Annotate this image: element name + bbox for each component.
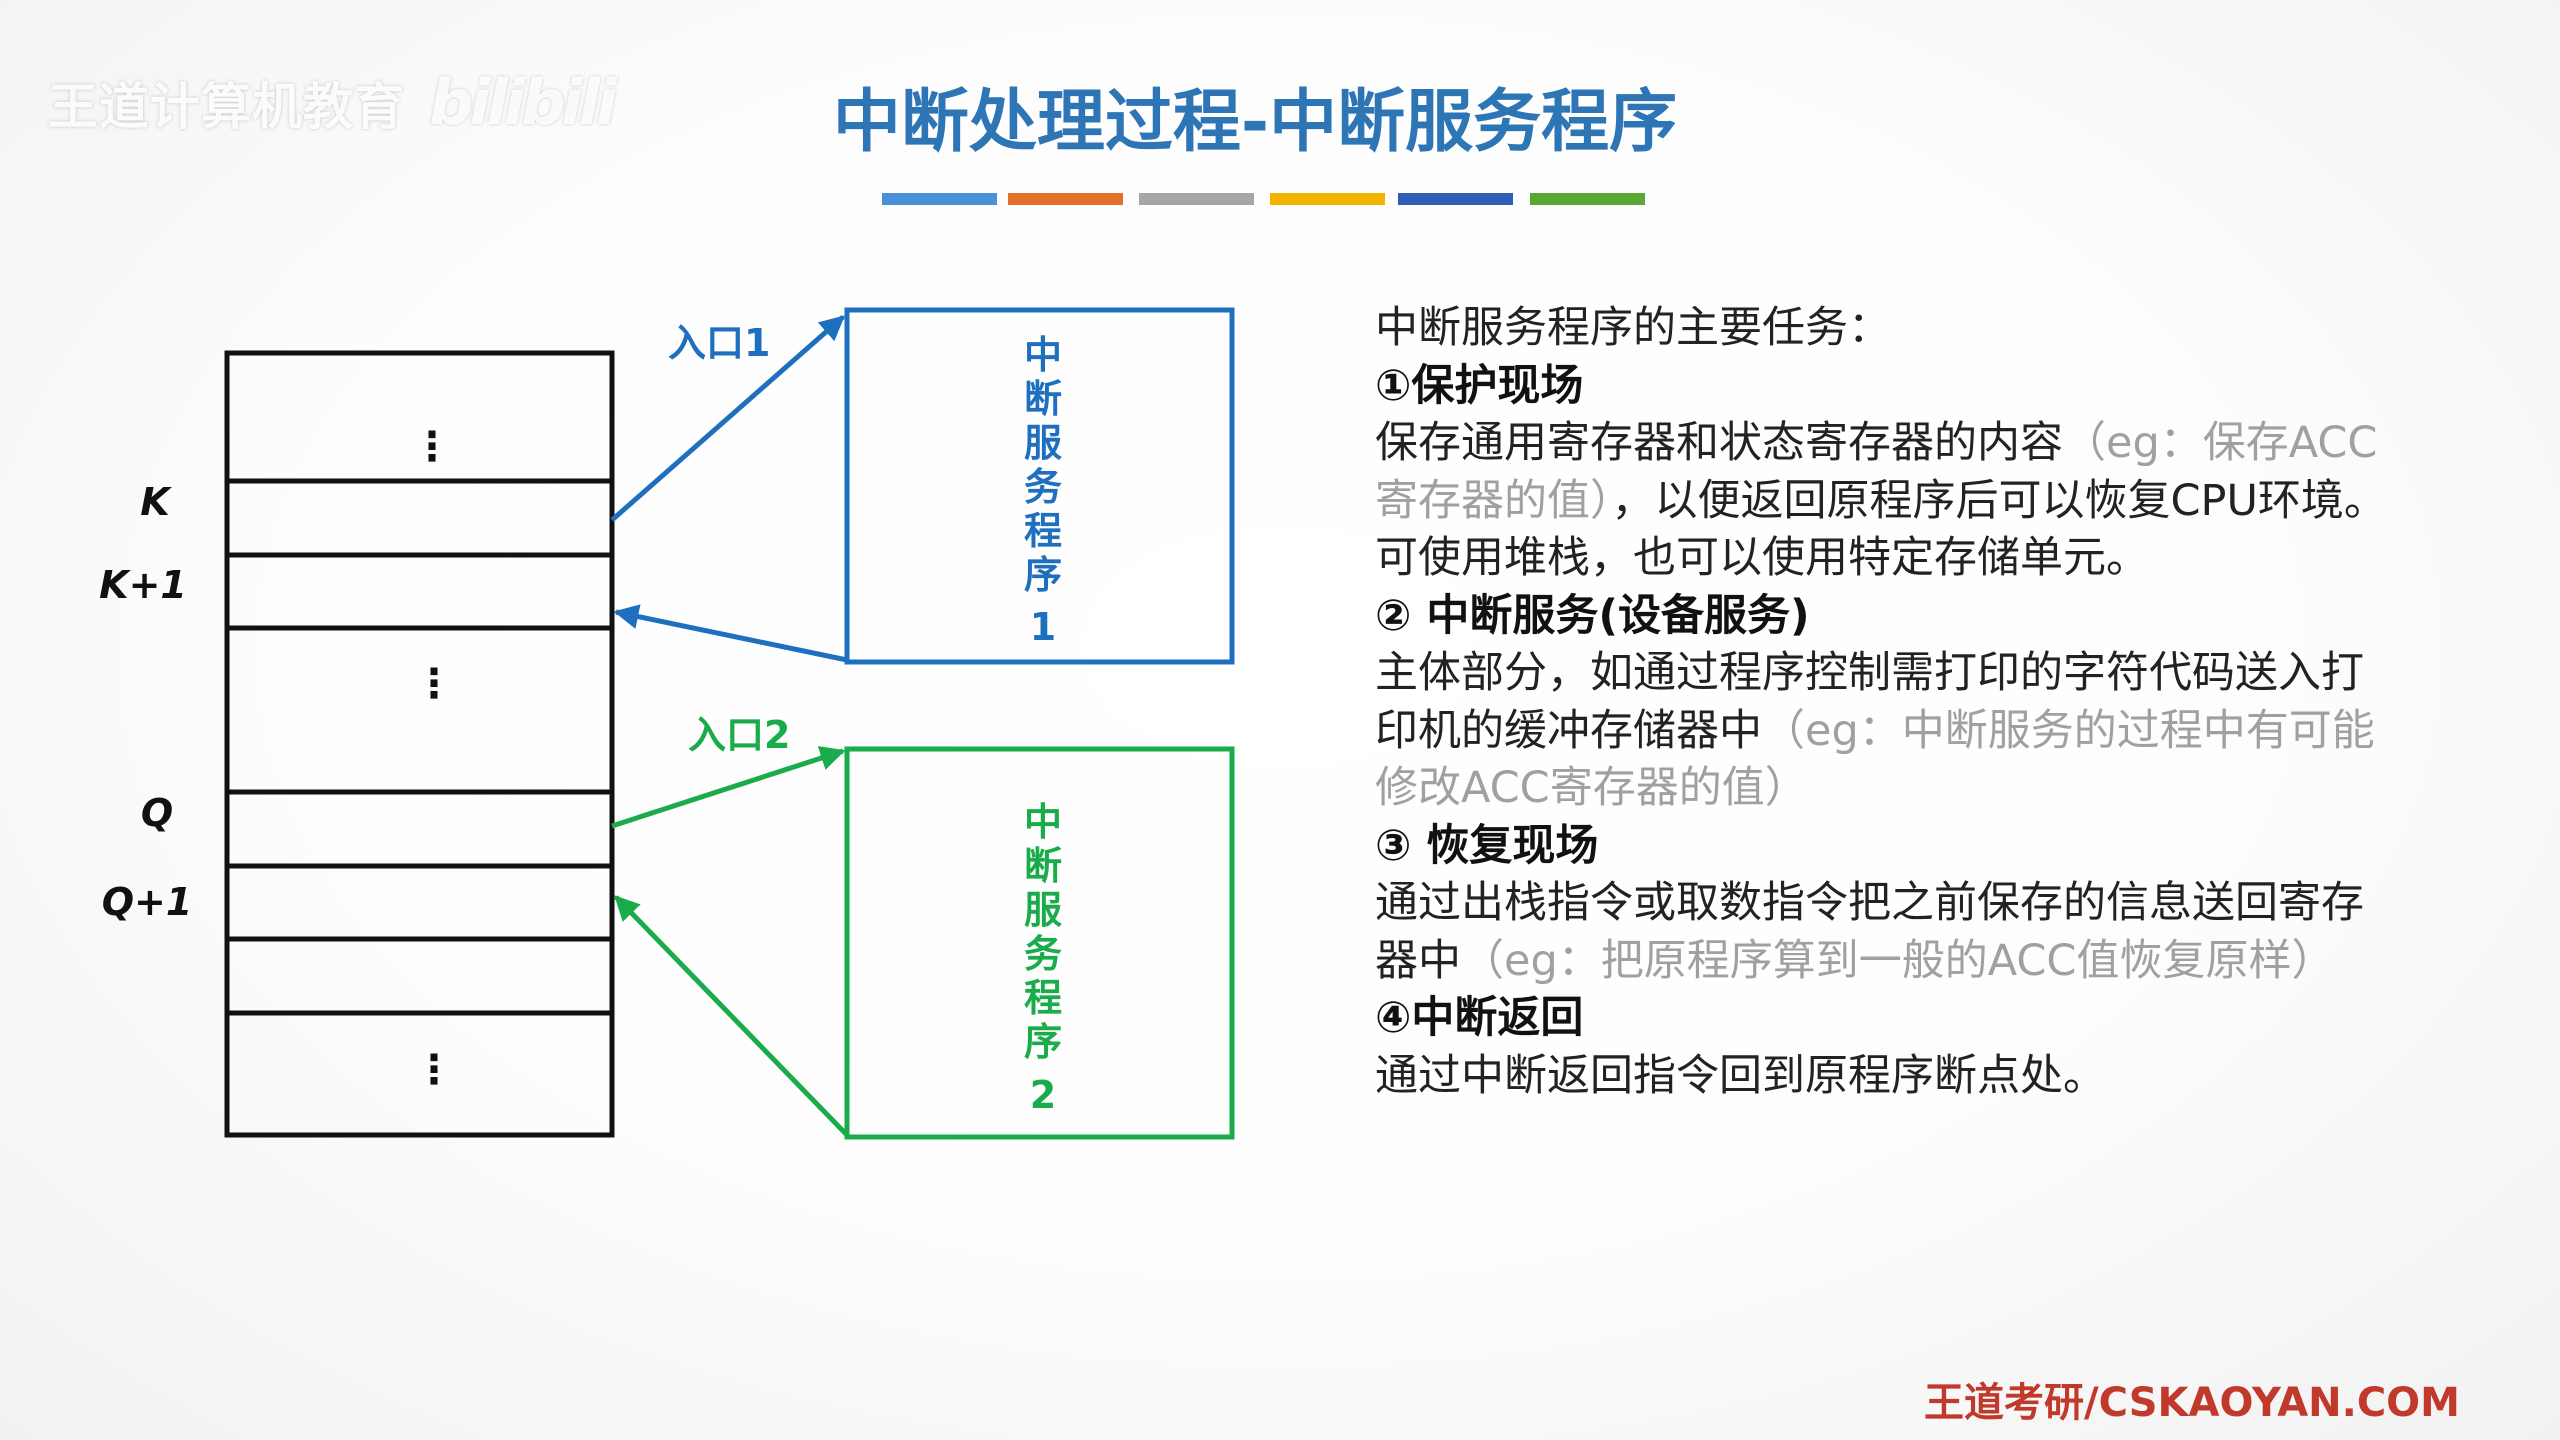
task-1-note: （eg：保存ACC寄存器的值） <box>1375 418 2378 526</box>
title-bar-segment <box>1530 193 1645 205</box>
routine-2-char: 中 <box>1024 800 1062 844</box>
title-bar-segment <box>1270 193 1385 205</box>
ellipsis-top: ⋮ <box>412 424 452 470</box>
task-4-heading: ④中断返回 <box>1375 993 1584 1043</box>
watermark-site: bilibili <box>429 66 617 139</box>
memory-table-outline <box>224 350 615 1138</box>
title-bar-segment <box>1139 193 1254 205</box>
interrupt-vector-diagram: ⋮ ⋮ ⋮ K K+1 Q Q+1 中 断 服 务 程 序 1 中 断 服 务 … <box>99 307 1235 1140</box>
entry-1-arrow <box>610 315 845 522</box>
ellipsis-bottom: ⋮ <box>414 1047 454 1093</box>
task-3-note: （eg：把原程序算到一般的ACC值恢复原样） <box>1461 935 2335 986</box>
title-bar-segment <box>1008 193 1123 205</box>
title-bar-segment <box>1398 193 1513 205</box>
watermark-logo: 王道计算机教育 bilibili <box>48 66 617 139</box>
service-routine-1: 中 断 服 务 程 序 1 <box>844 307 1235 665</box>
task-3-text: 通过出栈指令或取数指令把之前保存的信息送回寄存器中 <box>1375 878 2364 986</box>
return-1-arrow <box>613 604 848 663</box>
task-description: 中断服务程序的主要任务： ①保护现场 保存通用寄存器和状态寄存器的内容（eg：保… <box>1375 300 2395 1105</box>
task-1-text: 保存通用寄存器和状态寄存器的内容 <box>1375 418 2063 468</box>
routine-1-char: 程 <box>1024 509 1062 553</box>
entry-1-label: 入口1 <box>668 321 770 365</box>
entry-2-arrow <box>611 746 846 829</box>
page-title: 中断处理过程-中断服务程序 <box>832 83 1678 162</box>
label-k: K <box>140 480 172 524</box>
task-1-body: 保存通用寄存器和状态寄存器的内容（eg：保存ACC寄存器的值），以便返回原程序后… <box>1375 415 2395 588</box>
label-k-plus-1: K+1 <box>99 563 187 607</box>
routine-1-char: 序 <box>1024 553 1062 597</box>
routine-2-char: 2 <box>1030 1073 1056 1117</box>
task-2-text: 主体部分，如通过程序控制需打印的字符代码送入打印机的缓冲存储器中 <box>1375 648 2364 756</box>
title-bar-segment <box>882 193 997 205</box>
routine-1-char: 服 <box>1024 421 1062 465</box>
watermark-org: 王道计算机教育 <box>48 78 405 136</box>
task-3-body: 通过出栈指令或取数指令把之前保存的信息送回寄存器中（eg：把原程序算到一般的AC… <box>1375 875 2395 990</box>
entry-2-label: 入口2 <box>688 713 790 757</box>
service-routine-1-box <box>844 307 1235 665</box>
return-2-arrow <box>614 895 849 1137</box>
ellipsis-middle: ⋮ <box>414 661 454 707</box>
task-2-heading: ② 中断服务(设备服务) <box>1375 590 1810 641</box>
task-1-text-continued: ，以便返回原程序后可以恢复CPU环境。可使用堆栈，也可以使用特定存储单元。 <box>1375 475 2387 584</box>
routine-1-char: 务 <box>1024 465 1062 509</box>
task-3-heading: ③ 恢复现场 <box>1375 820 1599 871</box>
routine-1-char: 1 <box>1030 605 1056 649</box>
label-q: Q <box>141 791 173 835</box>
task-2-body: 主体部分，如通过程序控制需打印的字符代码送入打印机的缓冲存储器中（eg：中断服务… <box>1375 645 2395 818</box>
routine-2-char: 务 <box>1024 932 1062 976</box>
service-routine-2: 中 断 服 务 程 序 2 <box>844 746 1235 1140</box>
routine-1-char: 断 <box>1024 377 1062 421</box>
memory-table: ⋮ ⋮ ⋮ <box>224 350 615 1138</box>
task-intro: 中断服务程序的主要任务： <box>1375 303 1891 353</box>
footer-brand: 王道考研/CSKAOYAN.COM <box>1924 1380 2460 1426</box>
routine-2-char: 程 <box>1024 976 1062 1020</box>
label-q-plus-1: Q+1 <box>102 880 193 924</box>
routine-2-char: 序 <box>1024 1020 1062 1064</box>
routine-2-char: 断 <box>1024 844 1062 888</box>
task-2-note: （eg：中断服务的过程中有可能修改ACC寄存器的值） <box>1375 705 2375 814</box>
routine-1-char: 中 <box>1024 333 1062 377</box>
service-routine-2-box <box>844 746 1235 1140</box>
task-4-body: 通过中断返回指令回到原程序断点处。 <box>1375 1050 2106 1101</box>
task-1-heading: ①保护现场 <box>1375 360 1584 411</box>
routine-2-char: 服 <box>1024 888 1062 932</box>
